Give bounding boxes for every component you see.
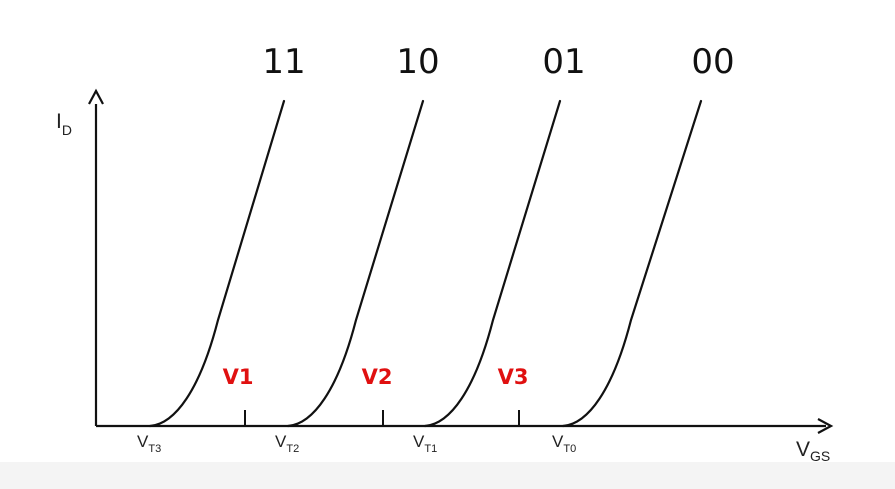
y-axis-label: ID	[56, 110, 72, 138]
curve-state-01	[423, 99, 562, 428]
curve-state-10	[286, 99, 425, 428]
threshold-label-vt3: VT3	[137, 432, 161, 455]
threshold-label-vt1: VT1	[413, 432, 437, 455]
state-label-10: 10	[396, 42, 439, 82]
state-label-11: 11	[262, 42, 305, 82]
read-voltage-label-v3: V3	[498, 365, 529, 389]
state-label-00: 00	[691, 42, 734, 82]
threshold-label-vt0: VT0	[552, 432, 576, 455]
curve-state-00	[561, 99, 703, 428]
y-axis-arrow	[88, 88, 104, 105]
x-axis-label: VGS	[796, 438, 830, 464]
read-voltage-label-v2: V2	[362, 365, 393, 389]
read-voltage-label-v1: V1	[223, 365, 254, 389]
bottom-band	[0, 462, 895, 489]
state-label-01: 01	[542, 42, 585, 82]
curve-state-11	[148, 99, 286, 428]
x-axis-arrow	[817, 418, 834, 434]
threshold-label-vt2: VT2	[275, 432, 299, 455]
